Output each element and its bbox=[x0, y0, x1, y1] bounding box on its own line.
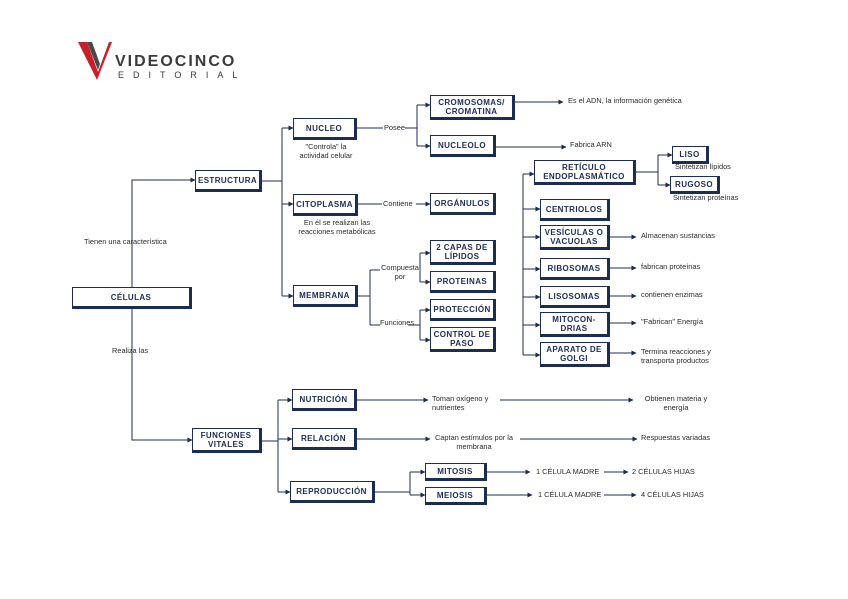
box-reticulo: RETÍCULO ENDOPLASMÁTICO bbox=[534, 160, 636, 185]
label-posee: Posee bbox=[384, 123, 405, 132]
box-nucleolo: NUCLEOLO bbox=[430, 135, 496, 157]
box-proteccion: PROTECCIÓN bbox=[430, 299, 496, 321]
box-lipidos: 2 CAPAS DE LÍPIDOS bbox=[430, 240, 496, 265]
label-mitosis-end: 2 CÉLULAS HIJAS bbox=[632, 467, 695, 476]
label-fabrica-arn: Fabrica ARN bbox=[570, 140, 612, 149]
label-adn: Es el ADN, la información genética bbox=[568, 96, 682, 105]
label-ribosomas-desc: fabrican proteínas bbox=[641, 262, 701, 271]
box-golgi: APARATO DE GOLGI bbox=[540, 342, 610, 367]
label-controla: "Controla" la actividad celular bbox=[299, 142, 353, 160]
box-organulos: ORGÁNULOS bbox=[430, 193, 496, 215]
label-nutricion-mid: Toman oxígeno y nutrientes bbox=[432, 394, 489, 412]
label-tienen: Tienen una característica bbox=[84, 237, 167, 246]
label-lisosomas-desc: contienen enzimas bbox=[641, 290, 703, 299]
label-citoplasma-desc: En él se realizan las reacciones metaból… bbox=[298, 218, 376, 236]
box-reproduccion: REPRODUCCIÓN bbox=[290, 481, 375, 503]
logo-subtitle: EDITORIAL bbox=[118, 70, 247, 80]
label-mitosis-mid: 1 CÉLULA MADRE bbox=[536, 467, 600, 476]
label-relacion-mid: Captan estímulos por la membrana bbox=[434, 433, 514, 451]
box-proteinas: PROTEINAS bbox=[430, 271, 496, 293]
box-centriolos: CENTRIOLOS bbox=[540, 199, 610, 221]
box-relacion: RELACIÓN bbox=[292, 428, 357, 450]
box-estructura: ESTRUCTURA bbox=[195, 170, 262, 192]
logo-name: VIDEOCINCO bbox=[115, 53, 237, 70]
box-nutricion: NUTRICIÓN bbox=[292, 389, 357, 411]
box-vesiculas: VESÍCULAS O VACUOLAS bbox=[540, 225, 610, 250]
box-funciones-vitales: FUNCIONES VITALES bbox=[192, 428, 262, 453]
logo-v-mark-icon bbox=[78, 42, 112, 80]
label-contiene: Contiene bbox=[383, 199, 413, 208]
box-celulas: CÉLULAS bbox=[72, 287, 192, 309]
box-lisosomas: LISOSOMAS bbox=[540, 286, 610, 308]
box-meiosis: MEIOSIS bbox=[425, 487, 487, 505]
box-mitocondrias: MITOCON- DRIAS bbox=[540, 312, 610, 337]
label-meiosis-end: 4 CÉLULAS HIJAS bbox=[641, 490, 704, 499]
label-relacion-end: Respuestas variadas bbox=[641, 433, 711, 442]
label-meiosis-mid: 1 CÉLULA MADRE bbox=[538, 490, 602, 499]
label-liso-desc: Sintetizan lípidos bbox=[675, 162, 731, 171]
box-cromosomas: CROMOSOMAS/ CROMATINA bbox=[430, 95, 515, 120]
box-membrana: MEMBRANA bbox=[293, 285, 358, 307]
line-celulas-funciones bbox=[131, 308, 193, 443]
box-ribosomas: RIBOSOMAS bbox=[540, 258, 610, 280]
box-rugoso: RUGOSO bbox=[670, 176, 720, 194]
box-citoplasma: CITOPLASMA bbox=[293, 194, 358, 216]
box-control: CONTROL DE PASO bbox=[430, 327, 496, 352]
label-realiza: Realiza las bbox=[112, 346, 149, 355]
label-nutricion-end: Obtienen materia y energía bbox=[644, 394, 708, 412]
box-nucleo: NUCLEO bbox=[293, 118, 357, 140]
label-compuesta: Compuesta por bbox=[381, 263, 419, 281]
label-vesiculas-desc: Almacenan sustancias bbox=[641, 231, 715, 240]
box-mitosis: MITOSIS bbox=[425, 463, 487, 481]
label-funciones: Funciones bbox=[380, 318, 415, 327]
label-rugoso-desc: Sintetizan proteínas bbox=[673, 193, 739, 202]
box-liso: LISO bbox=[672, 146, 709, 164]
label-golgi-desc: Termina reacciones y transporta producto… bbox=[641, 347, 711, 365]
label-mito-desc: "Fabrican" Energía bbox=[641, 317, 703, 326]
line-celulas-estructura bbox=[131, 177, 196, 288]
